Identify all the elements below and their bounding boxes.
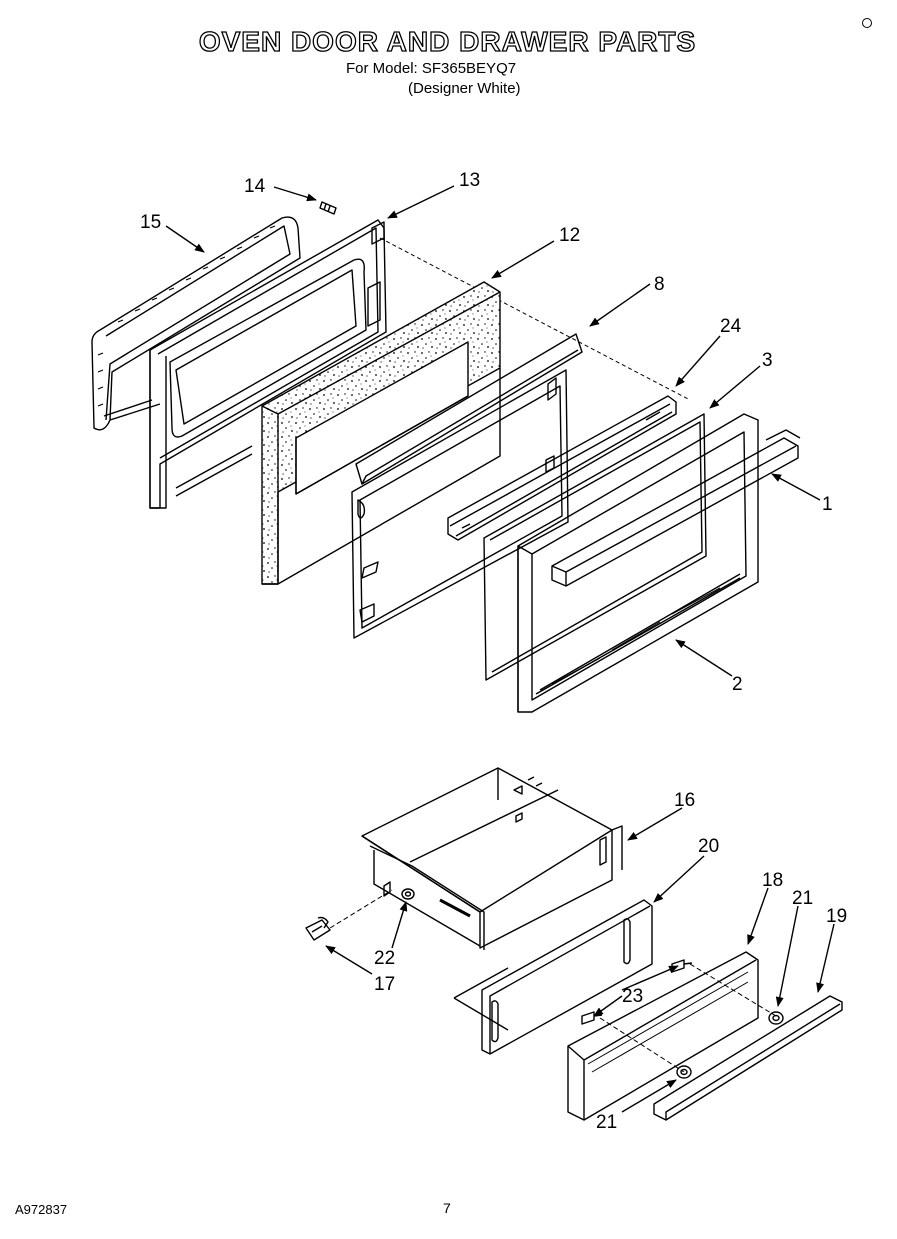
color-line: (Designer White)	[408, 80, 521, 97]
callout-17: 17	[374, 974, 395, 995]
leader-13	[387, 185, 455, 219]
leader-1	[771, 473, 821, 501]
callout-12: 12	[559, 225, 580, 246]
leader-14	[273, 186, 317, 202]
leader-19	[816, 923, 835, 993]
drawer-front-panel-part	[567, 951, 759, 1121]
callout-23: 23	[622, 986, 643, 1007]
inner-door-liner-part	[149, 219, 387, 509]
leader-16	[627, 807, 683, 841]
callout-13: 13	[459, 170, 480, 191]
drawer-front-liner-part	[453, 899, 653, 1055]
leader-21-top	[775, 905, 799, 1007]
door-alignment-line	[379, 237, 691, 401]
callout-16: 16	[674, 790, 695, 811]
leader-3	[709, 365, 761, 409]
callout-8: 8	[654, 274, 665, 295]
leader-15	[165, 225, 205, 253]
callout-14: 14	[244, 176, 266, 197]
leader-17	[325, 945, 373, 975]
leader-22	[391, 901, 408, 949]
leader-12	[491, 240, 555, 279]
leader-23b	[593, 995, 623, 1017]
callout-18: 18	[762, 870, 783, 891]
corner-punch-mark	[862, 18, 872, 28]
leader-24	[675, 335, 721, 387]
leader-23a	[621, 965, 679, 991]
page-title: OVEN DOOR AND DRAWER PARTS	[198, 25, 697, 57]
callout-19: 19	[826, 906, 847, 927]
drawer-body-part	[361, 767, 623, 950]
drawer-stop-part	[305, 916, 331, 941]
drawer-roller-part	[401, 888, 415, 900]
drawer-trim-part	[653, 995, 843, 1121]
callout-24: 24	[720, 316, 742, 337]
door-gasket-part	[91, 216, 301, 431]
callout-20: 20	[698, 836, 719, 857]
screw-alignment-line-b	[599, 1017, 685, 1073]
callout-2: 2	[732, 674, 743, 695]
outer-door-panel-part	[517, 413, 759, 713]
model-line: For Model: SF365BEYQ7	[346, 60, 517, 77]
door-glass-part	[483, 413, 707, 681]
insulation-part	[261, 281, 501, 585]
window-bracket-part	[447, 395, 677, 541]
page-number: 7	[443, 1200, 451, 1216]
drawer-stop-alignment-line	[329, 889, 393, 929]
callout-1: 1	[822, 494, 833, 515]
leader-20	[653, 855, 705, 903]
leader-2	[675, 639, 733, 677]
door-handle-part	[551, 429, 801, 587]
callout-21-top: 21	[792, 888, 813, 909]
callout-22: 22	[374, 948, 395, 969]
document-id: A972837	[15, 1202, 68, 1217]
screw-part	[319, 201, 337, 215]
callout-3: 3	[762, 350, 773, 371]
callout-21-bottom: 21	[596, 1112, 617, 1133]
leader-18	[747, 887, 769, 945]
screw-alignment-line-a	[689, 963, 777, 1017]
leader-21-bottom	[621, 1079, 677, 1113]
leader-8	[589, 283, 651, 327]
drawer-spacer-parts	[676, 1011, 784, 1079]
callout-15: 15	[140, 212, 161, 233]
door-window-pack-part	[351, 333, 583, 639]
